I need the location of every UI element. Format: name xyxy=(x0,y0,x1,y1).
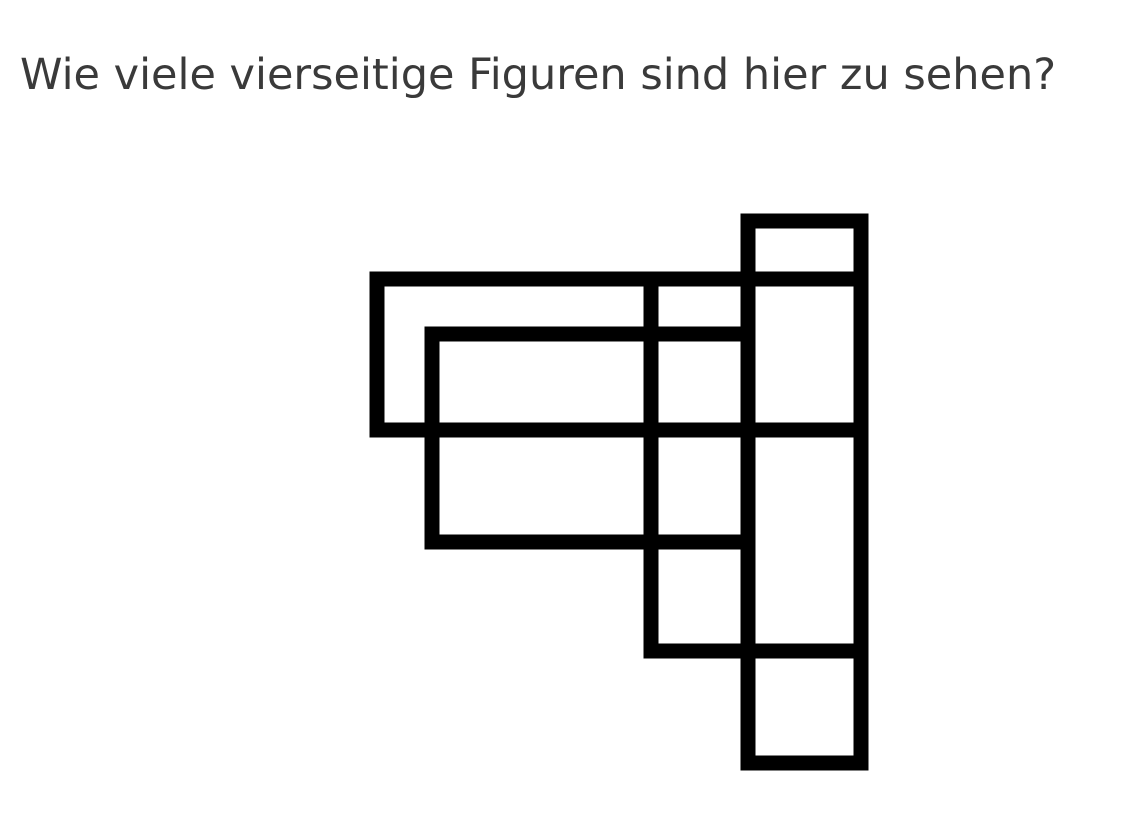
rectangle-wide-top xyxy=(369,271,869,438)
rectangle-middle-wide xyxy=(424,326,756,550)
rectangle-inner-middle xyxy=(424,422,756,550)
rectangle-tall-right xyxy=(740,213,869,771)
question-text: Wie viele vierseitige Figuren sind hier … xyxy=(20,50,1057,100)
